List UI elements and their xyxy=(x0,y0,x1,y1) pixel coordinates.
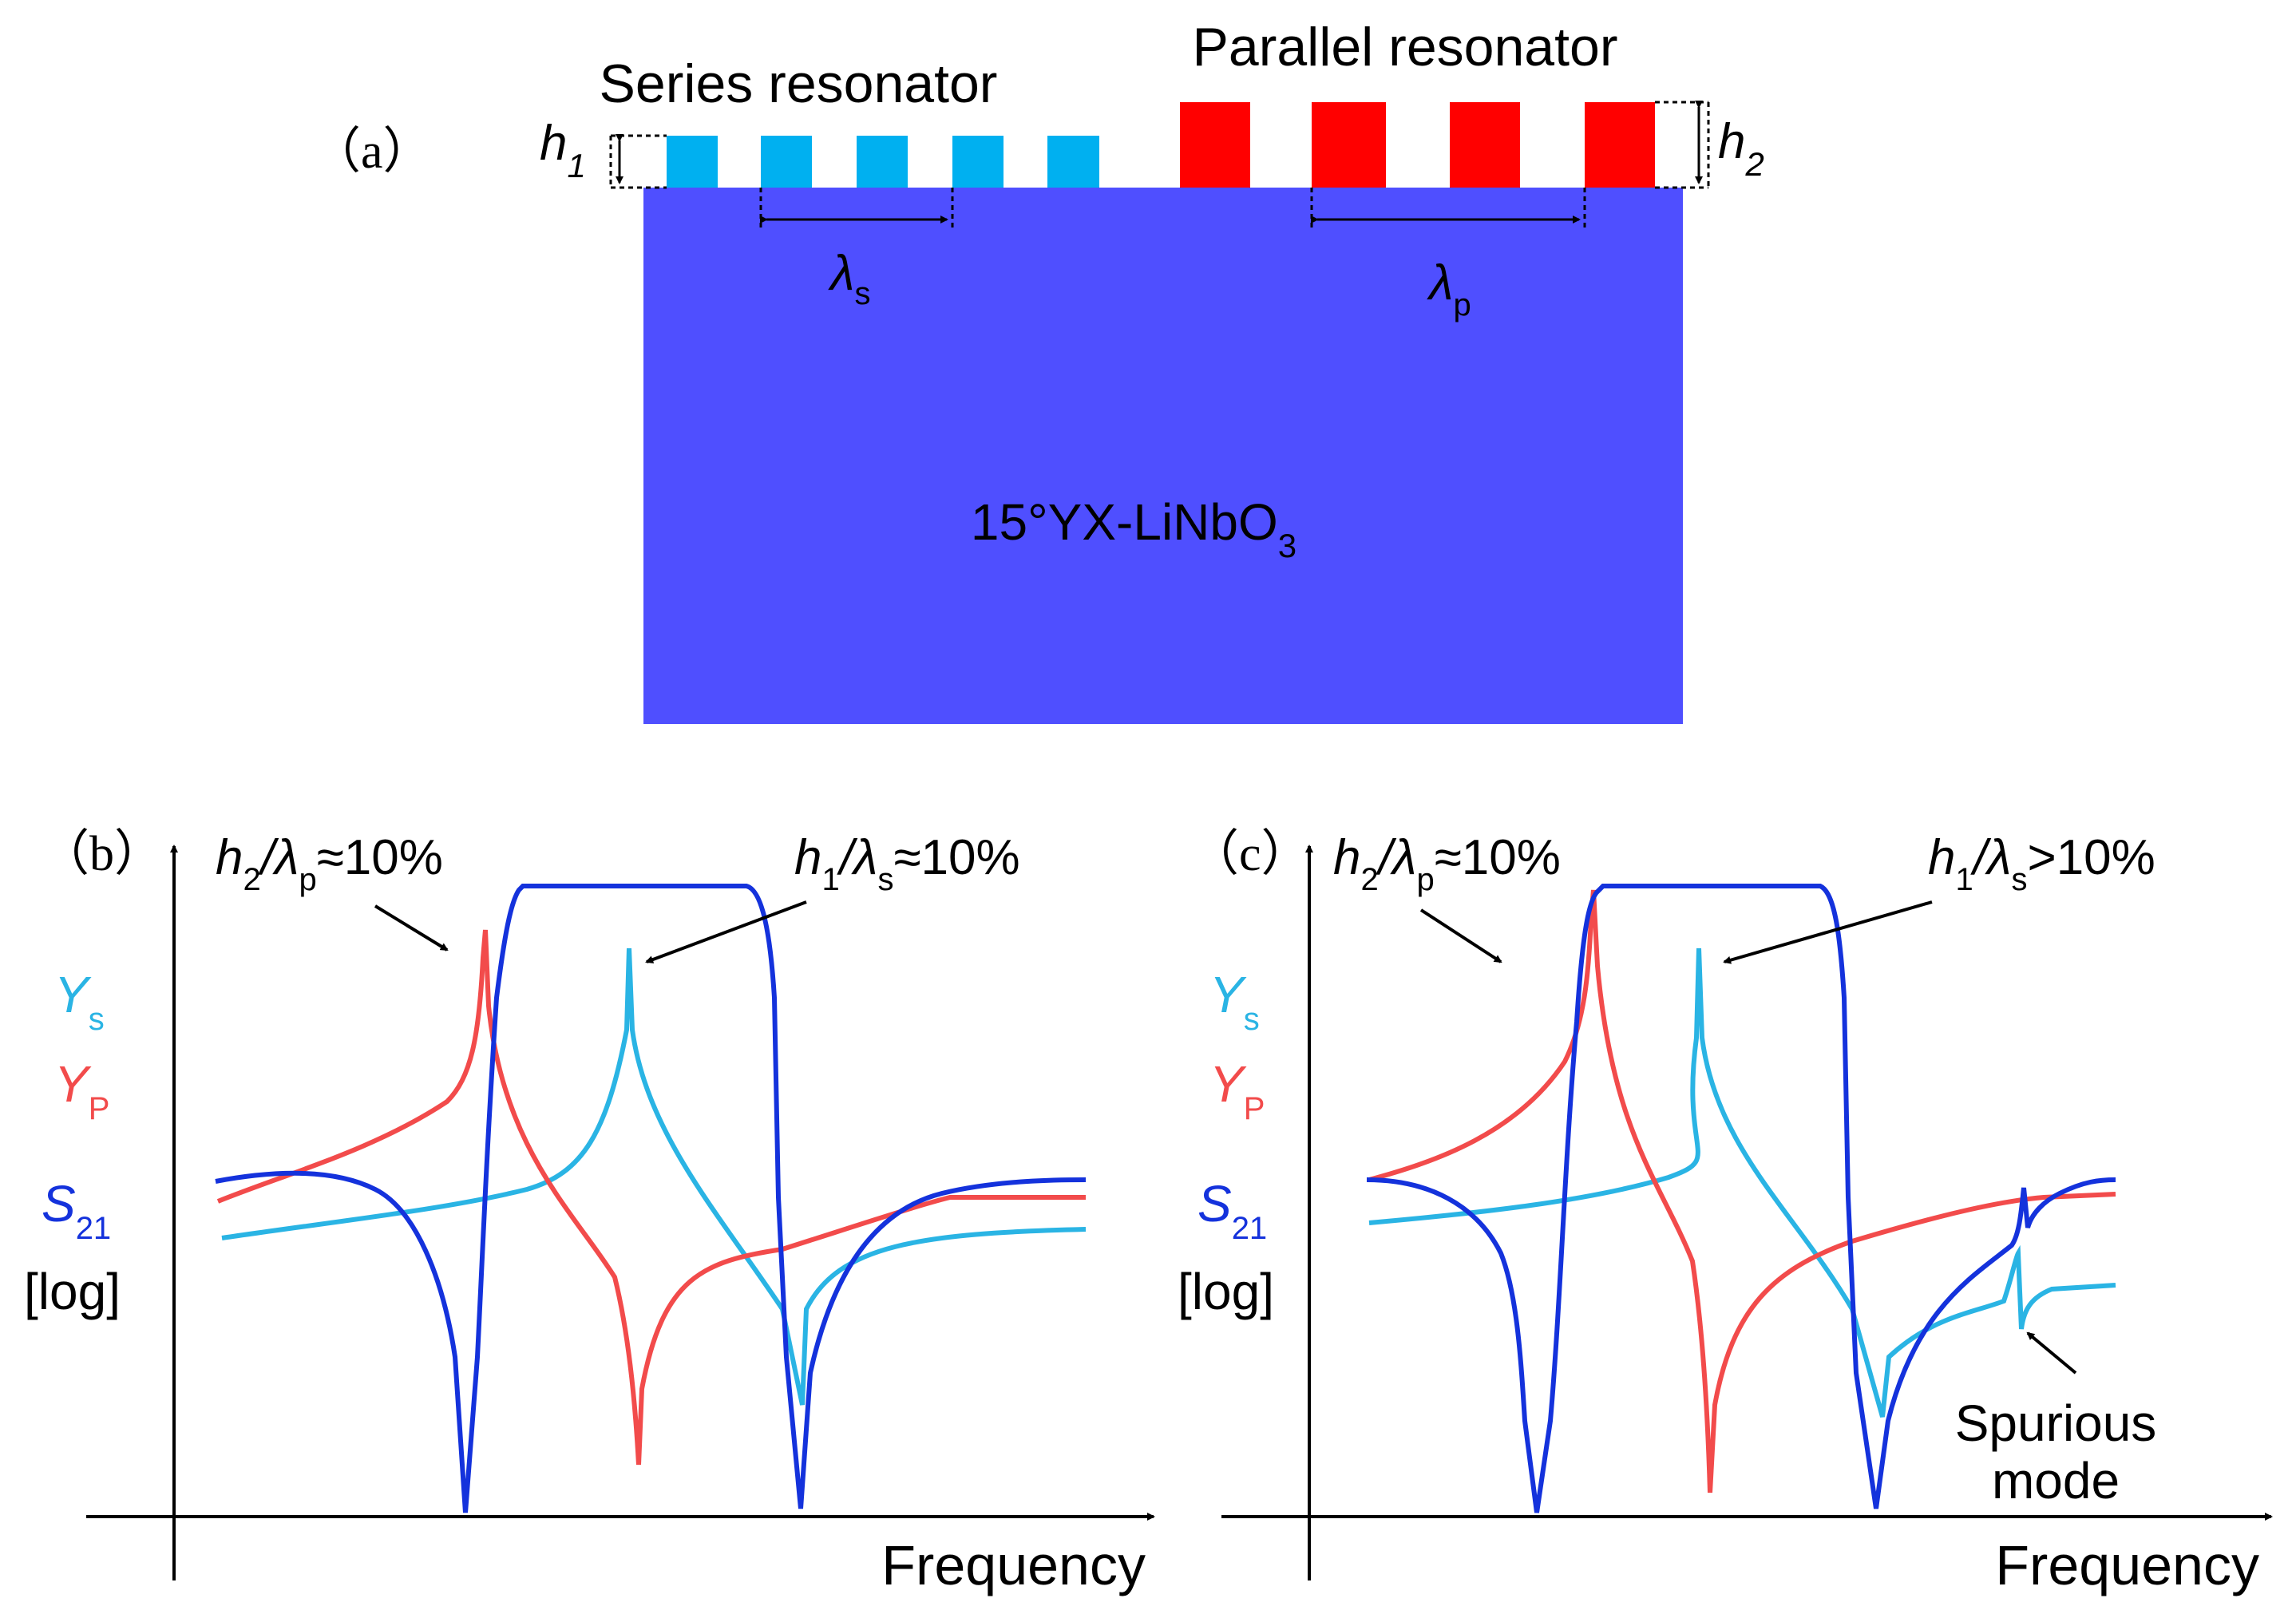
parallel-electrodes xyxy=(1180,102,1655,188)
x-axis-label: Frequency xyxy=(1995,1534,2259,1596)
parallel-electrode xyxy=(1312,102,1386,188)
lambda-s-dimension: λs xyxy=(759,188,954,311)
series-electrode xyxy=(761,136,812,188)
panel-a-label: （a） xyxy=(311,125,433,179)
h1-dimension: h1 xyxy=(540,116,667,189)
annotation-arrow xyxy=(1723,900,1933,964)
panel-c-label: （c） xyxy=(1190,827,1311,881)
legend-s21: S21 xyxy=(1197,1175,1267,1246)
s21-curve xyxy=(1366,884,2116,1513)
series-electrode xyxy=(1047,136,1099,188)
h2-label: h2 xyxy=(1718,114,1764,183)
parallel-electrode xyxy=(1585,102,1655,188)
panel-b: （b） Frequency h2/λp≈10% h1/λs≈10% xyxy=(40,827,1155,1596)
series-resonator-title: Series resonator xyxy=(600,53,998,114)
annotation-h2-lambda-p: h2/λp≈10% xyxy=(216,830,443,897)
substrate-label: 15°YX-LiNbO3 xyxy=(971,493,1296,564)
panel-c: （c） Frequency h2/λp≈10% h1/λs>10% Spurio… xyxy=(1190,827,2273,1596)
h1-label: h1 xyxy=(540,116,586,184)
parallel-resonator-title: Parallel resonator xyxy=(1193,17,1618,77)
parallel-electrode xyxy=(1180,102,1250,188)
annotation-h2-lambda-p: h2/λp≈10% xyxy=(1333,830,1561,897)
lambda-s-label: λs xyxy=(828,246,871,311)
lambda-p-label: λp xyxy=(1427,255,1471,322)
legend-s21: S21 xyxy=(42,1175,111,1246)
legend-yp: YP xyxy=(54,1055,109,1126)
lambda-p-dimension: λp xyxy=(1310,188,1586,322)
substrate-block xyxy=(643,188,1683,724)
yp-curve xyxy=(216,929,1086,1466)
legend-ys: Ys xyxy=(54,966,105,1037)
legend-right: Ys YP S21 [log] xyxy=(1178,966,1274,1320)
panel-a: （a） Series resonator Parallel resonator … xyxy=(311,17,1764,724)
annotation-arrow xyxy=(1419,908,1502,963)
legend-left: Ys YP S21 [log] xyxy=(24,966,121,1320)
annotation-arrow xyxy=(645,900,807,963)
h2-dimension: h2 xyxy=(1655,101,1764,189)
annotation-h1-lambda-s: h1/λs≈10% xyxy=(794,830,1020,897)
ys-curve xyxy=(1368,947,2116,1418)
x-axis-label: Frequency xyxy=(881,1534,1146,1596)
legend-log: [log] xyxy=(24,1263,121,1320)
series-electrode xyxy=(952,136,1004,188)
annotation-arrow xyxy=(374,904,449,951)
series-electrodes xyxy=(667,136,1099,188)
parallel-electrode xyxy=(1450,102,1520,188)
panel-b-label: （b） xyxy=(40,827,164,881)
legend-yp: YP xyxy=(1209,1055,1265,1126)
series-electrode xyxy=(857,136,908,188)
annotation-h1-lambda-s: h1/λs>10% xyxy=(1928,830,2155,897)
series-electrode xyxy=(667,136,718,188)
s21-curve xyxy=(215,884,1087,1513)
spurious-arrow xyxy=(2026,1331,2077,1375)
legend-log: [log] xyxy=(1178,1263,1274,1320)
legend-ys: Ys xyxy=(1209,966,1260,1037)
